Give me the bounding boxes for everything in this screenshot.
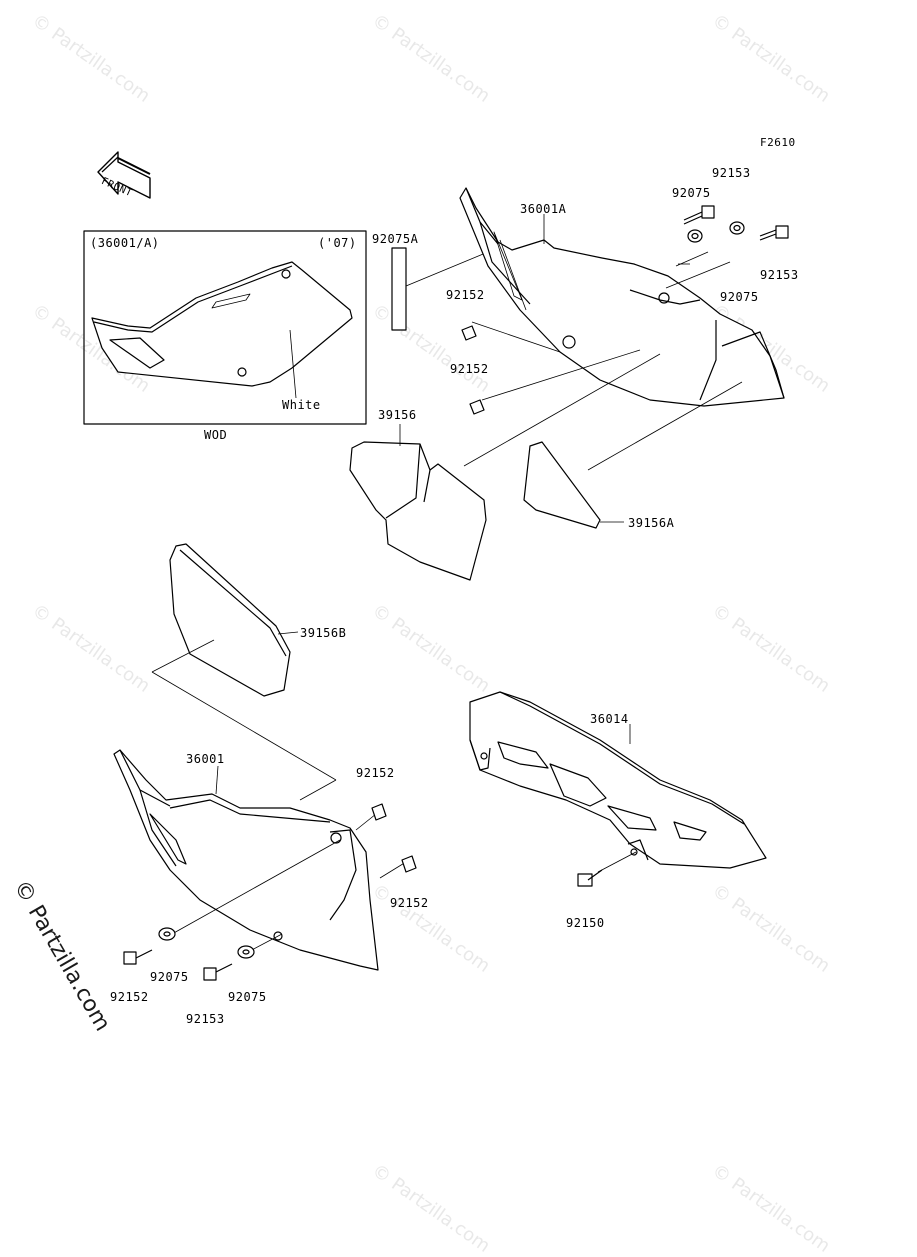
part-36001-cover bbox=[113, 749, 379, 971]
part-39156B-pad bbox=[169, 543, 291, 697]
part-label-36014[interactable]: 36014 bbox=[590, 712, 629, 726]
bolt-92150 bbox=[577, 869, 603, 887]
part-label-92153-top[interactable]: 92153 bbox=[712, 166, 751, 180]
inset-caption: WOD bbox=[204, 428, 228, 442]
bolt-92153-bottom bbox=[203, 963, 233, 981]
parts-diagram: © Partzilla.com © Partzilla.com © Partzi… bbox=[8, 10, 833, 1257]
part-label-39156A[interactable]: 39156A bbox=[628, 516, 675, 530]
collar-92152-c bbox=[371, 803, 387, 821]
bolt-92152-e bbox=[123, 949, 153, 965]
part-36001A-cover bbox=[459, 187, 785, 407]
part-label-92075-mid[interactable]: 92075 bbox=[228, 990, 267, 1004]
part-label-92150[interactable]: 92150 bbox=[566, 916, 605, 930]
inset-year: ('07) bbox=[318, 236, 357, 250]
part-39156A-pad bbox=[523, 441, 601, 529]
part-label-92152-c[interactable]: 92152 bbox=[356, 766, 395, 780]
washer-92075-right bbox=[729, 221, 745, 235]
part-label-39156B[interactable]: 39156B bbox=[300, 626, 347, 640]
part-label-92075A[interactable]: 92075A bbox=[372, 232, 419, 246]
washer-92075-top bbox=[687, 229, 703, 243]
washer-92075-mid bbox=[237, 945, 255, 959]
inset-part-ref: (36001/A) bbox=[90, 236, 160, 250]
part-label-36001A[interactable]: 36001A bbox=[520, 202, 567, 216]
inset-side-panel bbox=[91, 261, 353, 399]
part-label-92075-top[interactable]: 92075 bbox=[672, 186, 711, 200]
part-label-92152-b[interactable]: 92152 bbox=[450, 362, 489, 376]
part-label-92152-a[interactable]: 92152 bbox=[446, 288, 485, 302]
part-label-92153-bottom[interactable]: 92153 bbox=[186, 1012, 225, 1026]
washer-92075-left bbox=[158, 927, 176, 941]
bolt-92153-top bbox=[683, 205, 715, 225]
part-label-36001[interactable]: 36001 bbox=[186, 752, 225, 766]
part-39156-pad bbox=[349, 441, 487, 581]
part-label-92152-e[interactable]: 92152 bbox=[110, 990, 149, 1004]
diagram-code: F2610 bbox=[760, 136, 796, 149]
collar-92152-b bbox=[469, 399, 485, 415]
part-36014-chain-guard bbox=[469, 691, 767, 869]
diagram-drawing bbox=[83, 151, 789, 981]
inset-box bbox=[83, 230, 367, 425]
bolt-92153-right bbox=[759, 225, 789, 241]
collar-92152-a bbox=[461, 325, 477, 341]
part-label-92153-right[interactable]: 92153 bbox=[760, 268, 799, 282]
part-label-39156[interactable]: 39156 bbox=[378, 408, 417, 422]
collar-92152-d bbox=[401, 855, 417, 873]
front-arrow-icon bbox=[97, 151, 151, 199]
part-label-92152-d[interactable]: 92152 bbox=[390, 896, 429, 910]
part-label-92075-left[interactable]: 92075 bbox=[150, 970, 189, 984]
inset-color-note: White bbox=[282, 398, 321, 412]
part-92075A-pad bbox=[391, 247, 407, 331]
part-label-92075-right[interactable]: 92075 bbox=[720, 290, 759, 304]
